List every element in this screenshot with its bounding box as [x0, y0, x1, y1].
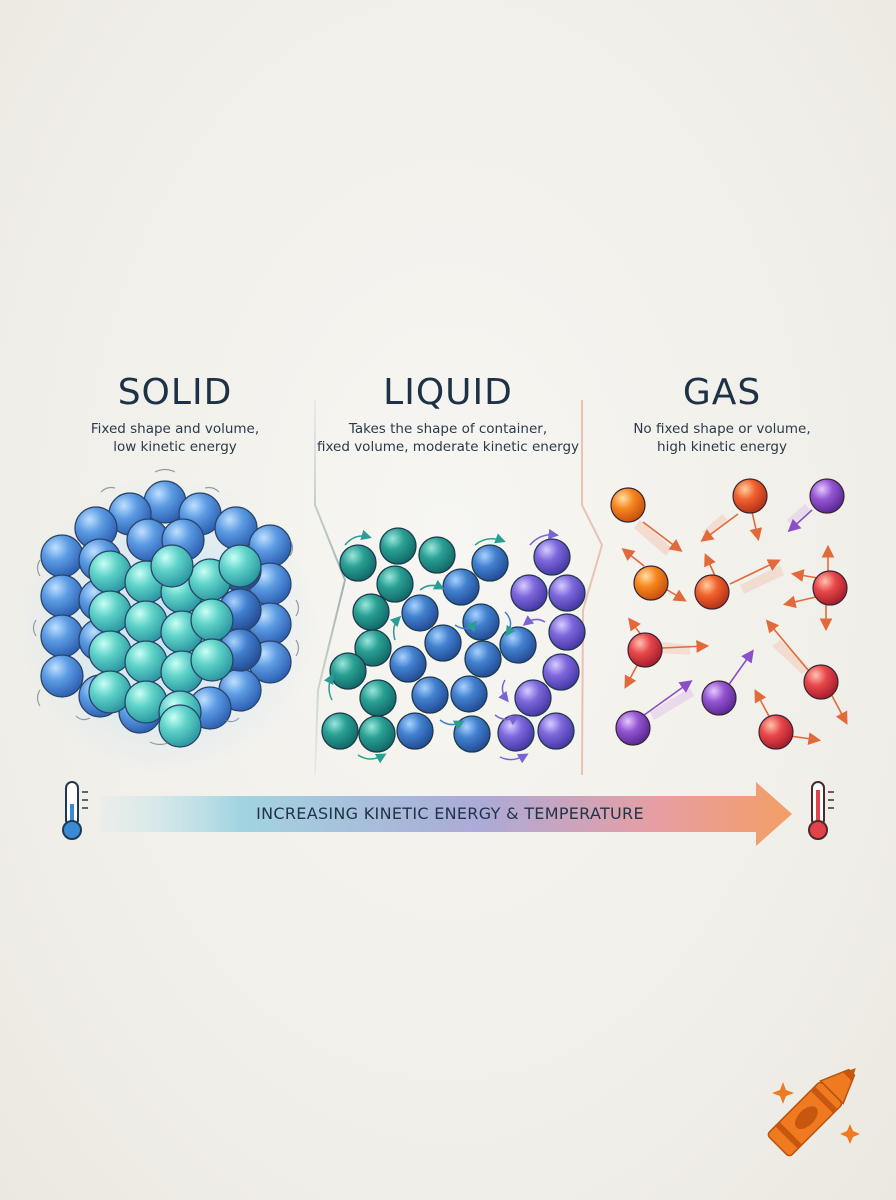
divider-solid-liquid: [314, 400, 347, 776]
liquid-desc-line-2: fixed volume, moderate kinetic energy: [316, 439, 580, 455]
energy-arrow: [100, 782, 792, 846]
crayon-logo-icon: [767, 1068, 856, 1157]
sparkle-icon: [772, 1082, 860, 1144]
thermometer-high-icon: [808, 781, 834, 840]
solid-desc-line-2: low kinetic energy: [113, 439, 237, 455]
gas-desc-line-2: high kinetic energy: [657, 439, 787, 455]
solid-title: SOLID: [117, 372, 233, 413]
solid-description: Fixed shape and volume, low kinetic ener…: [25, 420, 325, 456]
liquid-desc-line-1: Takes the shape of container,: [348, 421, 548, 437]
gas-desc-line-1: No fixed shape or volume,: [633, 421, 811, 437]
gas-title: GAS: [682, 372, 762, 413]
gas-description: No fixed shape or volume, high kinetic e…: [572, 420, 872, 456]
thermometer-low-icon: [62, 781, 88, 840]
liquid-particles: [321, 527, 586, 764]
solid-particle-lattice: [16, 468, 316, 775]
divider-liquid-gas: [581, 400, 604, 776]
gas-particles: [610, 478, 848, 750]
liquid-description: Takes the shape of container, fixed volu…: [298, 420, 598, 456]
energy-arrow-label: INCREASING KINETIC ENERGY & TEMPERATURE: [256, 804, 644, 823]
liquid-title: LIQUID: [383, 372, 513, 413]
solid-desc-line-1: Fixed shape and volume,: [90, 421, 260, 437]
